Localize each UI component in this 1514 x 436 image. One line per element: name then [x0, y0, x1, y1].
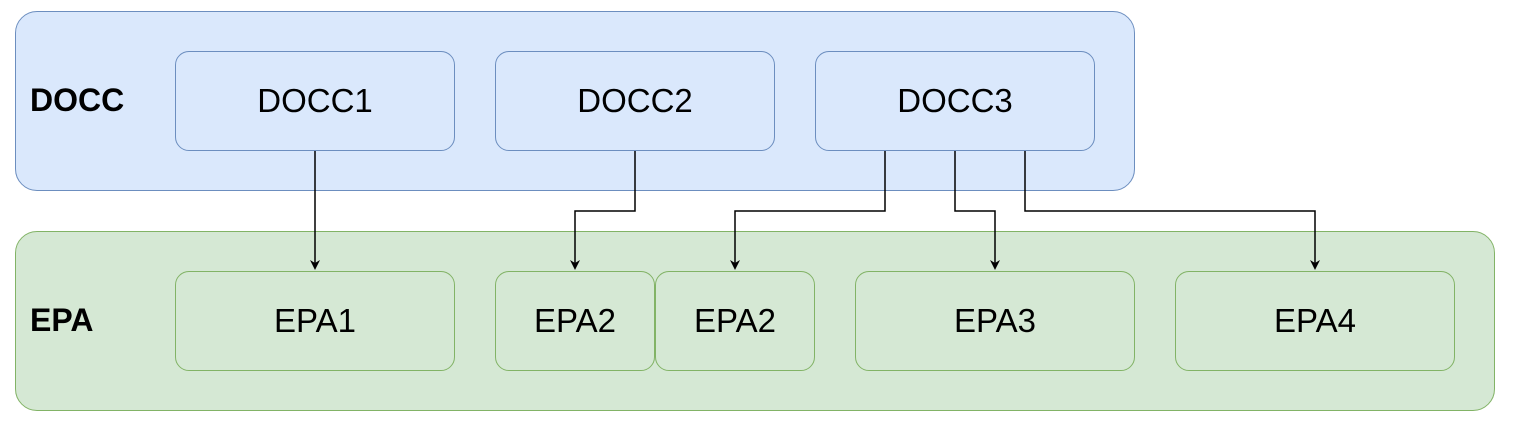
node-epa2a-label: EPA2 [534, 302, 616, 339]
node-docc2-label: DOCC2 [577, 82, 693, 119]
node-epa2a[interactable]: EPA2 [495, 271, 655, 371]
node-docc3-label: DOCC3 [897, 82, 1013, 119]
node-docc1-label: DOCC1 [257, 82, 373, 119]
node-epa2b[interactable]: EPA2 [655, 271, 815, 371]
node-epa4-label: EPA4 [1274, 302, 1356, 339]
node-docc1[interactable]: DOCC1 [175, 51, 455, 151]
epa-group-label: EPA [30, 302, 94, 338]
node-epa1[interactable]: EPA1 [175, 271, 455, 371]
node-epa1-label: EPA1 [274, 302, 356, 339]
node-epa3[interactable]: EPA3 [855, 271, 1135, 371]
docc-group-label: DOCC [30, 82, 125, 118]
node-docc3[interactable]: DOCC3 [815, 51, 1095, 151]
node-docc2[interactable]: DOCC2 [495, 51, 775, 151]
node-epa3-label: EPA3 [954, 302, 1036, 339]
node-epa4[interactable]: EPA4 [1175, 271, 1455, 371]
node-epa2b-label: EPA2 [694, 302, 776, 339]
